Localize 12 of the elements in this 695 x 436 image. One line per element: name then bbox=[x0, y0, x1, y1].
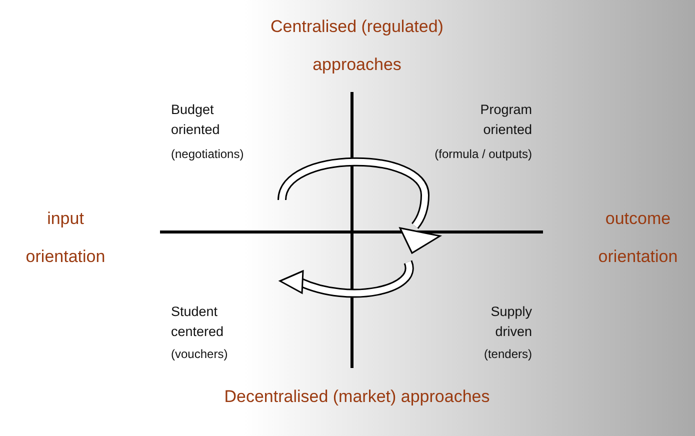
quadrant-label: Budget oriented bbox=[171, 102, 220, 137]
quadrant-note: (vouchers) bbox=[171, 347, 228, 361]
quadrant-note: (tenders) bbox=[484, 347, 532, 361]
quadrant-label: Program oriented bbox=[480, 102, 532, 137]
quadrant-label: Supply driven bbox=[490, 304, 532, 339]
quadrant-note: (negotiations) bbox=[171, 147, 244, 161]
axis-label: Centralised (regulated) approaches bbox=[270, 17, 444, 74]
axis-label: Decentralised (market) approaches bbox=[224, 387, 490, 406]
axis-label: input orientation bbox=[26, 209, 106, 266]
quadrant-note: (formula / outputs) bbox=[434, 147, 532, 161]
quadrant-label: Student centered bbox=[171, 304, 224, 339]
axis-label: outcome orientation bbox=[598, 209, 678, 266]
